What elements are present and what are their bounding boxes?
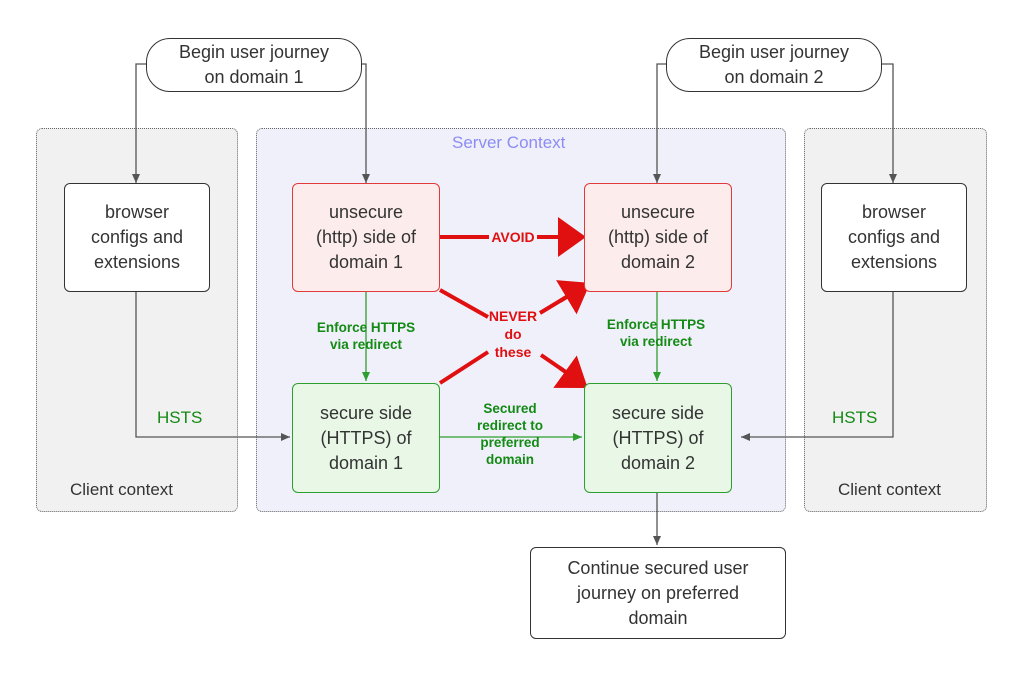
begin-domain1-node: Begin user journey on domain 1 [146,38,362,92]
edge-begin2-to-browser-right [880,63,897,183]
continue-journey-node: Continue secured user journey on preferr… [530,547,786,639]
never-do-these-label: NEVER do these [488,308,538,360]
edge-never-unsecure1-to-secure2-head [553,355,588,389]
hsts-right-label: HSTS [832,408,878,427]
browser-configs-right-node: browser configs and extensions [821,183,967,292]
avoid-label: AVOID [491,229,535,245]
edge-hsts-right [741,292,894,441]
begin-domain2-text: Begin user journey on domain 2 [698,42,850,87]
browser-configs-right-text: browser configs and extensions [847,202,941,272]
continue-journey-text: Continue secured user journey on preferr… [567,557,749,628]
client-context-right-label: Client context [838,480,941,499]
edge-never-secure1-to-unsecure2-head [555,280,591,315]
unsecure-domain1-node: unsecure (http) side of domain 1 [292,183,440,292]
secure-domain2-text: secure side (HTTPS) of domain 2 [611,402,705,473]
secure-domain1-node: secure side (HTTPS) of domain 1 [292,383,440,493]
enforce-https-left-label: Enforce HTTPS via redirect [316,320,416,352]
secure-domain1-text: secure side (HTTPS) of domain 1 [319,402,413,473]
browser-configs-left-text: browser configs and extensions [90,202,184,272]
edge-begin1-to-browser-left [132,63,150,183]
secure-domain2-node: secure side (HTTPS) of domain 2 [584,383,732,493]
hsts-left-label: HSTS [157,408,203,427]
secured-redirect-label: Secured redirect to preferred domain [476,401,544,467]
edge-begin2-to-unsecure2 [653,63,670,183]
unsecure-domain2-text: unsecure (http) side of domain 2 [607,202,709,272]
enforce-https-right-label: Enforce HTTPS via redirect [606,317,706,349]
begin-domain1-text: Begin user journey on domain 1 [178,42,330,87]
edge-begin1-to-unsecure1 [358,63,370,183]
client-context-left-label: Client context [70,480,173,499]
browser-configs-left-node: browser configs and extensions [64,183,210,292]
unsecure-domain1-text: unsecure (http) side of domain 1 [315,202,417,272]
begin-domain2-node: Begin user journey on domain 2 [666,38,882,92]
server-context-label: Server Context [452,133,566,152]
edge-hsts-left [135,292,290,441]
unsecure-domain2-node: unsecure (http) side of domain 2 [584,183,732,292]
